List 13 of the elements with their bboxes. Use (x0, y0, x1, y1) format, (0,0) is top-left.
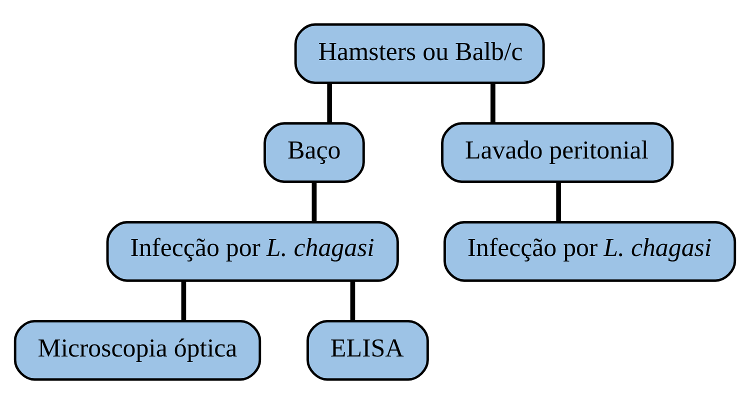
connector (490, 83, 496, 123)
connector (350, 281, 356, 321)
node-box: Lavado peritonial (441, 122, 674, 183)
connector (181, 281, 186, 321)
node-box: ELISA (306, 320, 429, 381)
node-box: Baço (264, 122, 365, 183)
node-box: Hamsters ou Balb/c (294, 23, 545, 84)
connector (556, 182, 562, 222)
node-box: Infecção por L. chagasi (444, 221, 736, 282)
connector (312, 182, 317, 222)
node-box: Microscopia óptica (14, 320, 262, 381)
node-box: Infecção por L. chagasi (106, 221, 399, 282)
connector (327, 83, 332, 123)
